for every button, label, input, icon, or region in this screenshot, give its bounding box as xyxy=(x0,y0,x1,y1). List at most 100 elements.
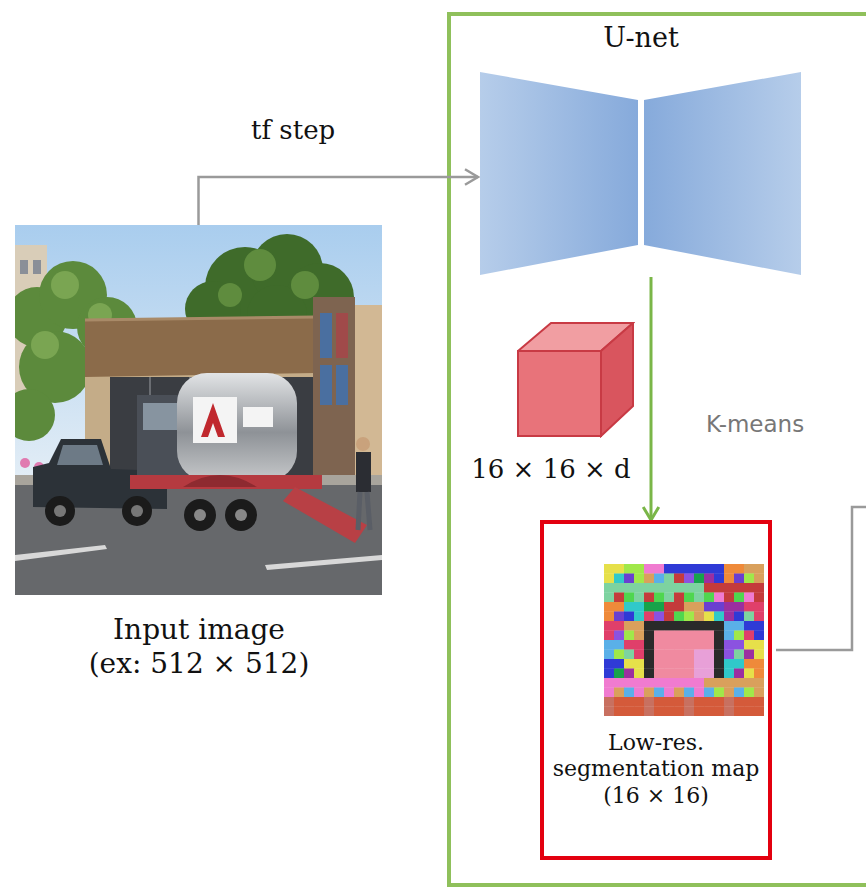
mosaic-cell xyxy=(744,621,754,631)
mosaic-cell xyxy=(654,678,664,688)
mosaic-cell xyxy=(754,564,764,574)
input-photo xyxy=(15,225,382,595)
mosaic-cell xyxy=(754,669,764,679)
mosaic-cell xyxy=(614,688,624,698)
mosaic-cell xyxy=(634,631,644,641)
mosaic-cell xyxy=(704,688,714,698)
mosaic-cell xyxy=(674,688,684,698)
mosaic-cell xyxy=(694,621,704,631)
node-label: Low-res. segmentation map (16 × 16) xyxy=(544,730,768,809)
mosaic-cell xyxy=(714,697,724,707)
mosaic-cell xyxy=(724,678,734,688)
mosaic-cell xyxy=(684,659,694,669)
mosaic-cell xyxy=(744,650,754,660)
mosaic-cell xyxy=(634,640,644,650)
mosaic-cell xyxy=(664,640,674,650)
mosaic-cell xyxy=(724,650,734,660)
decoder-shape xyxy=(644,72,801,275)
mosaic-cell xyxy=(624,669,634,679)
mosaic-cell xyxy=(684,621,694,631)
mosaic-cell xyxy=(694,602,704,612)
mosaic-cell xyxy=(744,574,754,584)
mosaic-cell xyxy=(624,631,634,641)
mosaic-cell xyxy=(654,621,664,631)
mosaic-cell xyxy=(674,669,684,679)
arrow-head xyxy=(465,169,478,185)
mosaic-cell xyxy=(714,593,724,603)
mosaic-cell xyxy=(734,650,744,660)
mosaic-cell xyxy=(674,564,684,574)
mosaic-cell xyxy=(714,659,724,669)
mosaic-cell xyxy=(754,650,764,660)
mosaic-cell xyxy=(684,602,694,612)
mosaic-cell xyxy=(734,707,744,717)
mosaic-cell xyxy=(644,602,654,612)
connector-line xyxy=(199,177,479,225)
mosaic-cell xyxy=(644,612,654,622)
mosaic-cell xyxy=(704,678,714,688)
mosaic-cell xyxy=(724,583,734,593)
mosaic-cell xyxy=(604,583,614,593)
mosaic-cell xyxy=(724,621,734,631)
mosaic-cell xyxy=(754,659,764,669)
mosaic-cell xyxy=(674,659,684,669)
mosaic-cell xyxy=(684,583,694,593)
mosaic-cell xyxy=(624,640,634,650)
mosaic-cell xyxy=(694,688,704,698)
mosaic-cell xyxy=(614,707,624,717)
mosaic-cell xyxy=(744,678,754,688)
mosaic-cell xyxy=(684,650,694,660)
mosaic-cell xyxy=(674,650,684,660)
mosaic-cell xyxy=(674,583,684,593)
mosaic-cell xyxy=(644,707,654,717)
mosaic-cell xyxy=(754,678,764,688)
mosaic-cell xyxy=(754,640,764,650)
mosaic-cell xyxy=(614,697,624,707)
mosaic-cell xyxy=(634,564,644,574)
feature-tensor: 16 × 16 × d xyxy=(462,318,640,490)
node-label: Input image (ex: 512 × 512) xyxy=(85,613,313,680)
mosaic-cell xyxy=(714,640,724,650)
mosaic-cell xyxy=(644,631,654,641)
mosaic-cell xyxy=(664,621,674,631)
mosaic-cell xyxy=(644,574,654,584)
mosaic-cell xyxy=(694,678,704,688)
mosaic-cell xyxy=(624,688,634,698)
step-arrow xyxy=(199,169,479,225)
mosaic-cell xyxy=(734,564,744,574)
mosaic-cell xyxy=(694,659,704,669)
mosaic-cell xyxy=(694,574,704,584)
mosaic-cell xyxy=(734,612,744,622)
mosaic-cell xyxy=(664,707,674,717)
mosaic-cell xyxy=(614,621,624,631)
mosaic-cell xyxy=(664,574,674,584)
mosaic-cell xyxy=(684,640,694,650)
mosaic-cell xyxy=(624,697,634,707)
mosaic-cell xyxy=(674,612,684,622)
mosaic-cell xyxy=(654,669,664,679)
mosaic-cell xyxy=(684,669,694,679)
mosaic-cell xyxy=(684,593,694,603)
mosaic-cell xyxy=(674,602,684,612)
mosaic-cell xyxy=(744,669,754,679)
mosaic-cell xyxy=(644,640,654,650)
mosaic-cell xyxy=(744,697,754,707)
mosaic-cell xyxy=(654,688,664,698)
mosaic-cell xyxy=(664,697,674,707)
mosaic-cell xyxy=(734,659,744,669)
mosaic-cell xyxy=(644,688,654,698)
mosaic-cell xyxy=(624,583,634,593)
mosaic-cell xyxy=(664,602,674,612)
mosaic-cell xyxy=(634,707,644,717)
mosaic-cell xyxy=(604,697,614,707)
mosaic-cell xyxy=(674,707,684,717)
mosaic-cell xyxy=(724,612,734,622)
mosaic-cell xyxy=(624,707,634,717)
mosaic-cell xyxy=(614,593,624,603)
mosaic-cell xyxy=(754,574,764,584)
mosaic-cell xyxy=(624,602,634,612)
feature-cube xyxy=(517,322,635,438)
mosaic-cell xyxy=(624,650,634,660)
mosaic-cell xyxy=(744,631,754,641)
mosaic-cell xyxy=(724,574,734,584)
